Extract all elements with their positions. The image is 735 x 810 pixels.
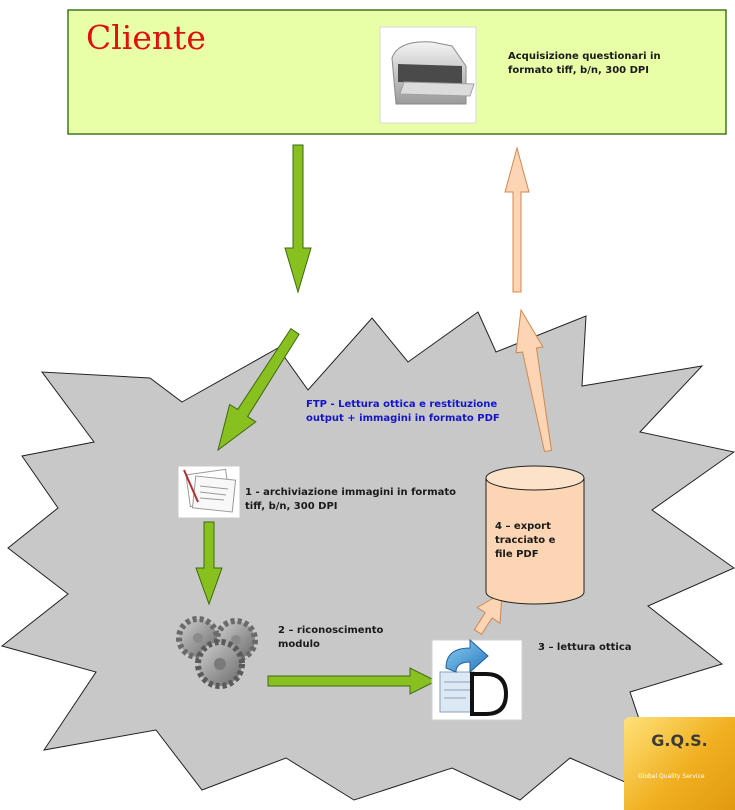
green-arrow-step2-step3: [267, 667, 438, 695]
step3-label: 3 – lettura ottica: [538, 642, 632, 653]
company-logo: G.Q.S. Global Quality Service: [624, 717, 735, 810]
green-arrow-down: [284, 144, 312, 294]
logo-tagline: Global Quality Service: [638, 773, 705, 780]
gears-icon: [176, 616, 258, 689]
process-burst: [0, 311, 735, 801]
logo-name: G.Q.S.: [651, 731, 708, 750]
step2-label: 2 – riconoscimento modulo: [278, 625, 384, 650]
acquisition-label: Acquisizione questionari in formato tiff…: [508, 51, 661, 76]
green-arrow-step1-step2: [195, 521, 223, 606]
step1-label: 1 - archiviazione immagini in formato ti…: [245, 487, 457, 512]
export-form-icon: [431, 638, 523, 721]
ftp-label: FTP - Lettura ottica e restituzione outp…: [306, 399, 500, 424]
scanner-icon: [379, 26, 477, 124]
green-arrow-diagonal: [217, 328, 300, 452]
client-title: Cliente: [86, 18, 206, 57]
database-icon: [485, 465, 585, 605]
peach-arrow-up-top: [504, 146, 530, 293]
peach-arrow-step3-step4: [473, 592, 503, 635]
documents-icon: [177, 465, 241, 519]
step4-label: 4 – export tracciato e file PDF: [495, 521, 556, 560]
peach-arrow-step4-up: [515, 308, 553, 453]
